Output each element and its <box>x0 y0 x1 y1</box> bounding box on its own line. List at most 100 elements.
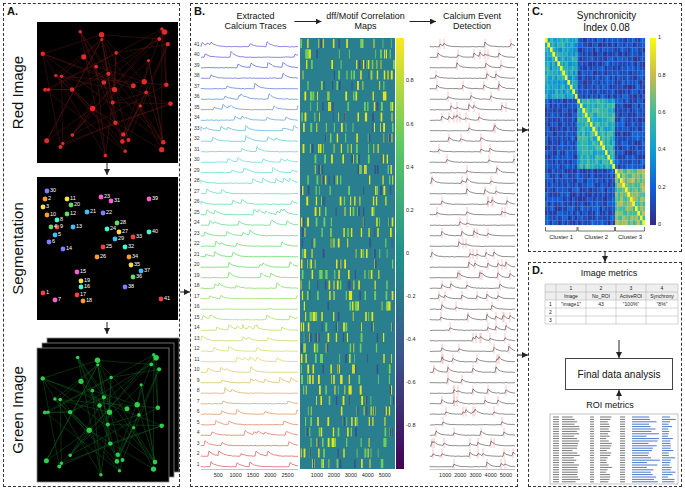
heatmap-cell <box>545 211 548 216</box>
heatmap-cell <box>600 38 603 43</box>
green-image-soma <box>149 363 153 367</box>
heatmap-cell <box>615 43 618 48</box>
heatmap-cell <box>615 132 618 137</box>
heatmap-cell <box>575 47 578 52</box>
heatmap-cell <box>638 57 641 62</box>
heatmap-cell <box>608 122 611 127</box>
heatmap-cell <box>553 216 556 221</box>
heatmap-cell <box>565 160 568 165</box>
heatmap-cell <box>613 211 616 216</box>
heatmap-cell <box>610 57 613 62</box>
heatmap-cell <box>575 57 578 62</box>
roi-number: 25 <box>106 244 112 250</box>
heatmap-cell <box>558 66 561 71</box>
roi-number: 28 <box>120 220 126 226</box>
heatmap-cell <box>633 197 636 202</box>
calcium-trace <box>201 209 298 215</box>
heatmap-cell <box>550 108 553 113</box>
flow-arrow <box>410 21 437 22</box>
heatmap-cell <box>598 108 601 113</box>
heatmap-cell <box>555 89 558 94</box>
heatmap-cell <box>555 38 558 43</box>
heatmap-cell <box>575 122 578 127</box>
heatmap-cell <box>568 94 571 99</box>
heatmap-cell <box>568 211 571 216</box>
heatmap-cell <box>600 127 603 132</box>
heatmap-cell <box>545 155 548 160</box>
heatmap-cell <box>630 206 633 211</box>
heatmap-cell <box>588 57 591 62</box>
heatmap-cell <box>590 85 593 90</box>
heatmap-cell <box>548 146 551 151</box>
row-number: 6 <box>197 409 200 414</box>
heatmap-cell <box>638 178 641 183</box>
heatmap-cell <box>613 127 616 132</box>
roi-number: 38 <box>128 284 134 290</box>
heatmap-cell <box>563 52 566 57</box>
heatmap-cell <box>638 188 641 193</box>
green-image-soma <box>137 413 141 417</box>
axis-tick: 3000 <box>469 473 481 479</box>
colorbar-tick: 0.6 <box>658 110 666 116</box>
heatmap-cell <box>615 206 618 211</box>
red-image-soma <box>159 147 164 152</box>
heatmap-cell <box>573 43 576 48</box>
heatmap-cell <box>545 178 548 183</box>
heatmap-cell <box>633 141 636 146</box>
heatmap-cell <box>638 216 641 221</box>
calcium-trace <box>201 167 298 173</box>
heatmap-cell <box>558 169 561 174</box>
heatmap-cell <box>558 188 561 193</box>
heatmap-cell <box>585 38 588 43</box>
heatmap-cell <box>585 220 588 225</box>
node-title: Calcium Event Detection <box>440 11 504 32</box>
green-image-soma <box>95 358 100 363</box>
heatmap-cell <box>638 220 641 225</box>
heatmap-cell <box>640 43 643 48</box>
heatmap-cell <box>600 47 603 52</box>
heatmap-cell <box>555 71 558 76</box>
heatmap-cell <box>628 80 631 85</box>
heatmap-cell <box>565 61 568 66</box>
heatmap-cell <box>590 127 593 132</box>
heatmap-cell <box>603 75 606 80</box>
heatmap-cell <box>605 169 608 174</box>
heatmap-cell <box>613 169 616 174</box>
heatmap-cell <box>575 108 578 113</box>
heatmap-cell <box>583 174 586 179</box>
heatmap-cell <box>580 104 583 109</box>
heatmap-cell <box>583 178 586 183</box>
heatmap-cell <box>615 47 618 52</box>
heatmap-cell <box>618 188 621 193</box>
heatmap-cell <box>575 216 578 221</box>
heatmap-cell <box>595 85 598 90</box>
heatmap-cell <box>583 132 586 137</box>
heatmap-cell <box>578 99 581 104</box>
heatmap-cell <box>640 202 643 207</box>
heatmap-cell <box>553 197 556 202</box>
heatmap-cell <box>618 71 621 76</box>
heatmap-cell <box>630 155 633 160</box>
heatmap-cell <box>613 43 616 48</box>
heatmap-cell <box>643 122 646 127</box>
heatmap-cell <box>570 80 573 85</box>
table-cell: 1 <box>570 286 573 291</box>
red-image-soma <box>60 75 64 79</box>
heatmap-cell <box>545 127 548 132</box>
heatmap-cell <box>598 164 601 169</box>
table-cell: No_ROI <box>592 294 610 299</box>
table-cell: 43 <box>598 302 604 307</box>
heatmap-cell <box>628 38 631 43</box>
heatmap-cell <box>598 80 601 85</box>
heatmap-cell <box>558 85 561 90</box>
heatmap-cell <box>633 174 636 179</box>
heatmap-cell <box>598 169 601 174</box>
heatmap-cell <box>550 216 553 221</box>
heatmap-cell <box>563 178 566 183</box>
heatmap-cell <box>570 164 573 169</box>
heatmap-cell <box>560 71 563 76</box>
heatmap-cell <box>575 61 578 66</box>
heatmap-cell <box>565 66 568 71</box>
calcium-trace <box>201 315 298 320</box>
